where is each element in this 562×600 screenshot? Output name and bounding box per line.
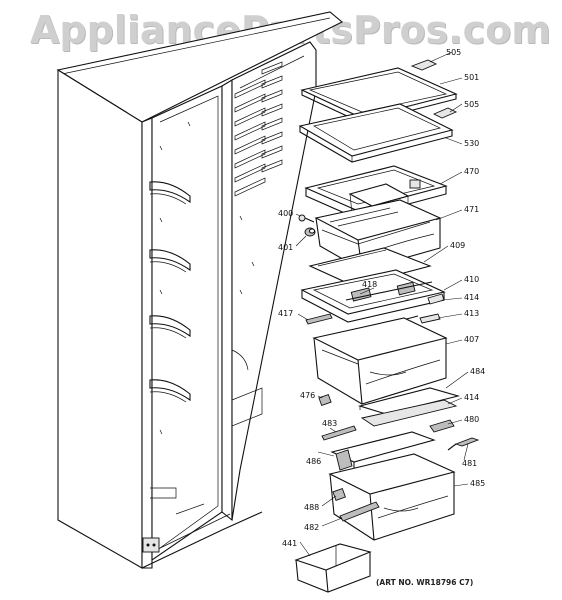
callout-483: 483 [322, 419, 337, 428]
part-400-adjuster[interactable] [298, 214, 315, 223]
callout-488: 488 [304, 503, 319, 512]
callout-401: 401 [278, 243, 293, 252]
callout-505-upper: 505 [446, 48, 461, 57]
liner-screw-marks [159, 121, 255, 435]
callout-413: 413 [464, 309, 479, 318]
part-480-bracket[interactable] [429, 419, 455, 433]
part-488-clip[interactable] [332, 487, 346, 501]
hinge-bracket [142, 537, 160, 553]
callout-400: 400 [278, 209, 293, 218]
leader-lines [295, 51, 469, 557]
callout-486: 486 [306, 457, 321, 466]
callout-505-lower: 505 [464, 100, 479, 109]
part-417-rail[interactable] [305, 313, 333, 325]
refrigerator-cabinet [56, 11, 343, 569]
part-505-lower-clip[interactable] [432, 107, 458, 119]
callout-414-upper: 414 [464, 293, 479, 302]
callout-414-lower: 414 [464, 393, 479, 402]
part-401-knob[interactable] [304, 227, 316, 237]
part-407-crisper-drawer[interactable] [312, 317, 448, 405]
callout-441: 441 [282, 539, 297, 548]
freezer-liner [151, 85, 223, 562]
part-409-glass-cover[interactable] [308, 247, 432, 287]
part-410-pan-cover-frame[interactable] [300, 269, 446, 323]
center-mullion [221, 79, 233, 522]
part-485-deli-drawer[interactable] [328, 453, 456, 541]
part-441-door-bin[interactable] [294, 543, 372, 593]
cabinet-front-post [141, 117, 153, 569]
part-484-lower-cover[interactable] [357, 387, 461, 415]
callout-476: 476 [300, 391, 315, 400]
callout-417: 417 [278, 309, 293, 318]
part-414-lower-support[interactable] [360, 399, 458, 427]
callout-470: 470 [464, 167, 479, 176]
callout-481: 481 [462, 459, 477, 468]
part-530-shelf-frame[interactable] [298, 103, 454, 163]
part-476-clip[interactable] [318, 393, 332, 407]
part-483-rail[interactable] [321, 425, 357, 441]
cabinet-left-side [57, 69, 143, 569]
part-481-handle-bar[interactable] [447, 437, 480, 451]
callout-485: 485 [470, 479, 485, 488]
callout-501: 501 [464, 73, 479, 82]
fresh-food-liner [231, 41, 317, 521]
fresh-food-shelf-ribs [234, 61, 283, 197]
callout-480: 480 [464, 415, 479, 424]
part-505-upper-clip[interactable] [410, 59, 438, 71]
callout-484: 484 [470, 367, 485, 376]
freezer-shelf-supports [149, 181, 191, 403]
part-482-slide-rail[interactable] [339, 501, 380, 522]
callout-410: 410 [464, 275, 479, 284]
callout-418: 418 [362, 280, 377, 289]
callout-labels: 505 501 505 530 470 400 471 401 409 410 … [278, 48, 485, 548]
callout-407: 407 [464, 335, 479, 344]
callout-482: 482 [304, 523, 319, 532]
callout-471: 471 [464, 205, 479, 214]
callout-530: 530 [464, 139, 479, 148]
callout-409: 409 [450, 241, 465, 250]
part-486-slide-frame[interactable] [330, 431, 436, 474]
art-number: (ART NO. WR18796 C7) [376, 578, 474, 587]
